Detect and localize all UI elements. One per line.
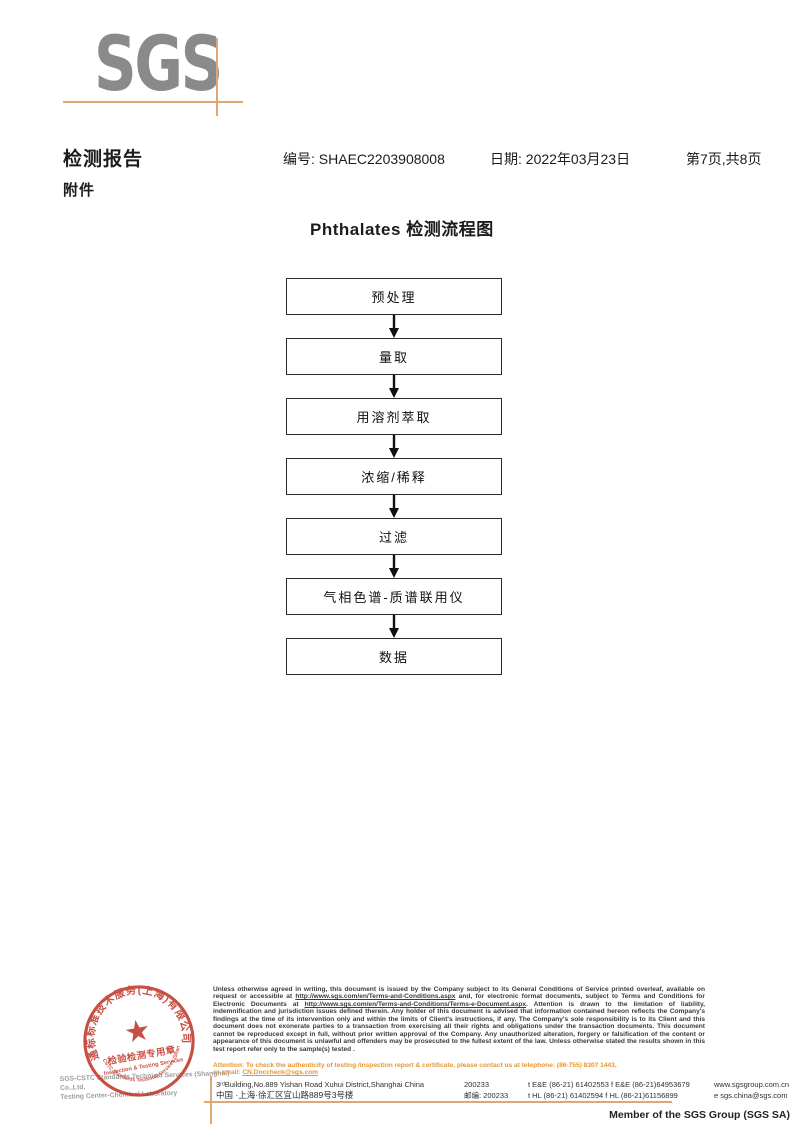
flow-step-filter: 过滤 [286,518,502,555]
arrow-down-icon [389,555,399,578]
footer-vertical-line [210,1076,212,1124]
website-link[interactable]: www.sgsgroup.com.cn [714,1080,790,1089]
terms-url-link[interactable]: http://www.sgs.com/en/Terms-and-Conditio… [295,993,456,1001]
seal-ring [83,985,195,1097]
flow-step-label: 量取 [378,350,409,365]
page-indicator: 第7页,共8页 [686,151,762,167]
report-number: 编号: SHAEC2203908008 [283,151,445,167]
logo-horizontal-line [63,101,243,103]
attention-note: Attention: To check the authenticity of … [213,1062,705,1077]
company-seal-stamp: 通标标准技术服务(上海)有限公司 SGS-CSTC Standards Tech… [71,973,195,1097]
address-en: 3ʳᵈBuilding,No.889 Yishan Road Xuhui Dis… [216,1080,425,1089]
address-row-en: 3ʳᵈBuilding,No.889 Yishan Road Xuhui Dis… [216,1079,789,1090]
legal-text-segment: and, for electronic format documents, su… [213,993,705,1008]
star-icon: ★ [121,1013,153,1050]
flow-step-label: 浓缩/稀释 [361,470,427,485]
address-cn: 中国 ·上海·徐汇区宜山路889号3号楼 [216,1090,354,1100]
legal-text-segment: Unless otherwise agreed in writing, this… [213,986,705,1001]
logo-vertical-line [216,38,218,116]
address-block: 3ʳᵈBuilding,No.889 Yishan Road Xuhui Dis… [216,1079,789,1101]
arrow-down-icon [389,315,399,338]
arrow-down-icon [389,435,399,458]
flow-step-label: 气相色谱-质谱联用仪 [323,590,465,605]
address-row-cn: 中国 ·上海·徐汇区宜山路889号3号楼 邮编: 200233 t HL (86… [216,1090,787,1101]
flow-step-label: 过滤 [378,530,409,545]
email-link[interactable]: e sgs.china@sgs.com [714,1091,788,1100]
flow-step-label: 用溶剂萃取 [356,410,432,425]
flow-step-solvent-extraction: 用溶剂萃取 [286,398,502,435]
arrow-down-icon [389,375,399,398]
footer-horizontal-line [204,1101,672,1103]
report-date: 日期: 2022年03月23日 [490,151,631,167]
legal-disclaimer: Unless otherwise agreed in writing, this… [213,986,705,1053]
arrow-down-icon [389,615,399,638]
flow-step-label: 数据 [378,650,409,665]
attention-line2-prefix: or email: [213,1069,243,1077]
flow-step-concentrate-dilute: 浓缩/稀释 [286,458,502,495]
sgs-group-member-text: Member of the SGS Group (SGS SA) [609,1109,790,1121]
flow-step-data: 数据 [286,638,502,675]
postcode-en: 200233 [464,1080,490,1089]
arrow-down-icon [389,495,399,518]
flow-step-pretreatment: 预处理 [286,278,502,315]
flowchart-title: Phthalates 检测流程图 [310,220,494,239]
doccheck-email-link[interactable]: CN.Doccheck@sgs.com [242,1069,319,1077]
attention-line1: Attention: To check the authenticity of … [213,1062,617,1069]
phones-en: t E&E (86-21) 61402553 f E&E (86-21)6495… [528,1080,690,1089]
legal-text-segment: . Attention is drawn to the limitation o… [213,1000,705,1053]
legal-text: Unless otherwise agreed in writing, this… [213,986,705,1053]
flow-step-measure: 量取 [286,338,502,375]
flow-step-gcms: 气相色谱-质谱联用仪 [286,578,502,615]
postcode-cn: 邮编: 200233 [464,1091,509,1100]
attachment-label: 附件 [63,182,96,199]
report-title: 检测报告 [63,149,144,170]
flow-step-label: 预处理 [371,290,417,305]
phones-cn: t HL (86-21) 61402594 f HL (86-21)611568… [528,1091,678,1100]
terms-url-link[interactable]: http://www.sgs.com/en/Terms-and-Conditio… [304,1000,527,1008]
sgs-logo: SGS [94,19,223,108]
flowchart: 预处理 量取 用溶剂萃取 浓缩/稀释 过滤 气相色谱-质谱联用仪 [286,278,502,675]
